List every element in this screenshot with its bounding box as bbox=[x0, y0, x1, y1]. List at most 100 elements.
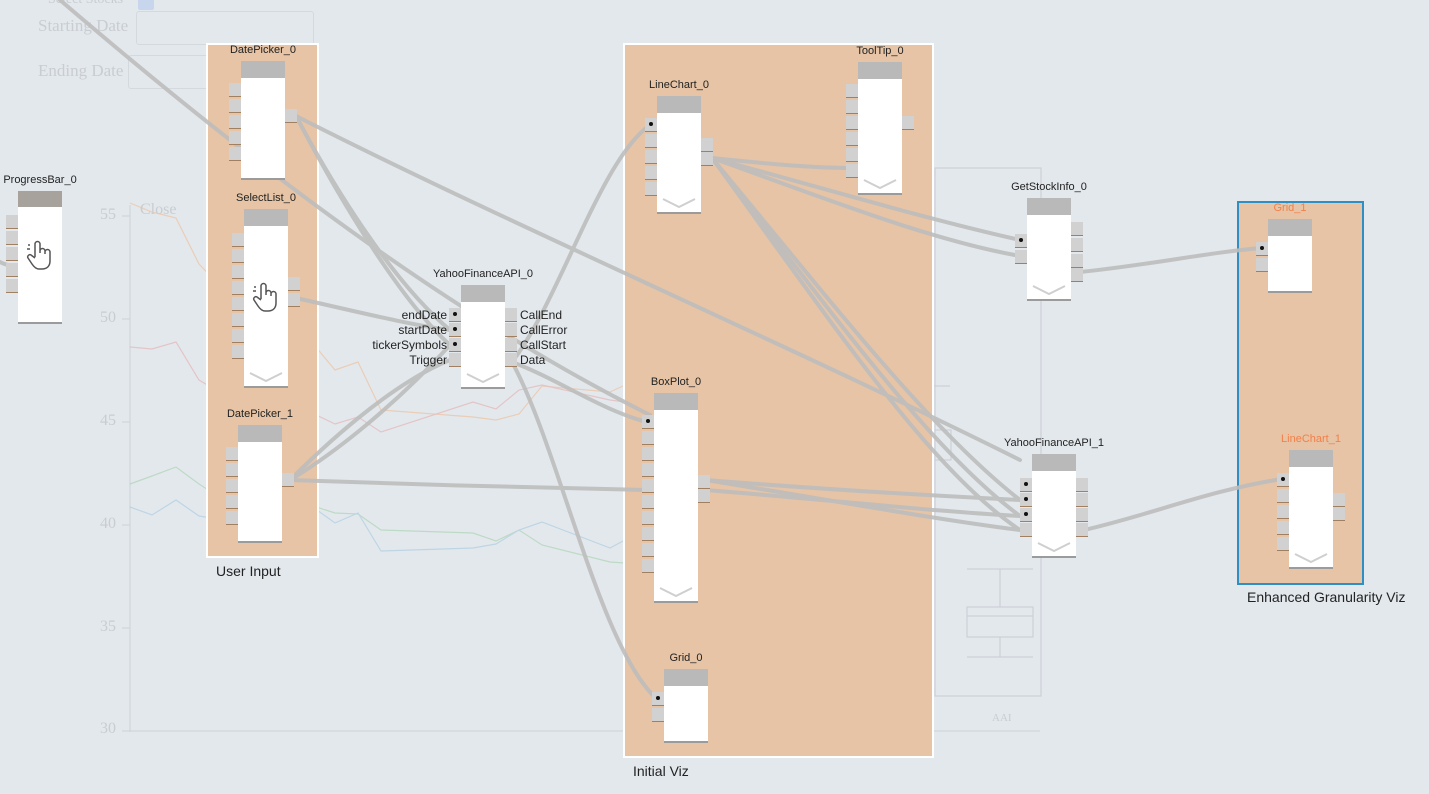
input-port[interactable] bbox=[846, 164, 858, 178]
output-port[interactable] bbox=[698, 489, 710, 503]
input-port[interactable] bbox=[232, 329, 244, 343]
input-port[interactable] bbox=[229, 147, 241, 161]
output-port-callerror[interactable] bbox=[505, 323, 517, 337]
input-port[interactable] bbox=[226, 463, 238, 477]
input-port[interactable] bbox=[6, 263, 18, 277]
output-port[interactable] bbox=[1076, 478, 1088, 492]
input-port[interactable] bbox=[846, 116, 858, 130]
input-port[interactable] bbox=[6, 215, 18, 229]
node-getstockinfo-0[interactable]: GetStockInfo_0 bbox=[1011, 181, 1087, 301]
input-port[interactable] bbox=[226, 495, 238, 509]
input-port-startdate[interactable] bbox=[449, 323, 461, 337]
chevron-down-icon[interactable] bbox=[249, 372, 283, 382]
input-port[interactable] bbox=[232, 297, 244, 311]
input-port[interactable] bbox=[645, 134, 657, 148]
input-port[interactable] bbox=[232, 345, 244, 359]
input-port[interactable] bbox=[642, 415, 654, 429]
chevron-down-icon[interactable] bbox=[662, 198, 696, 208]
node-grid-0[interactable]: Grid_0 bbox=[652, 652, 708, 743]
output-port[interactable] bbox=[1333, 493, 1345, 507]
node-boxplot-0[interactable]: BoxPlot_0 bbox=[642, 376, 710, 603]
input-port[interactable] bbox=[645, 150, 657, 164]
input-port[interactable] bbox=[1015, 250, 1027, 264]
input-port[interactable] bbox=[645, 166, 657, 180]
node-tooltip-0[interactable]: ToolTip_0 bbox=[846, 45, 914, 195]
input-port[interactable] bbox=[1277, 537, 1289, 551]
input-port[interactable] bbox=[6, 247, 18, 261]
output-port[interactable] bbox=[1076, 523, 1088, 537]
input-port[interactable] bbox=[642, 495, 654, 509]
input-port[interactable] bbox=[229, 99, 241, 113]
input-port[interactable] bbox=[226, 511, 238, 525]
chevron-down-icon[interactable] bbox=[1294, 553, 1328, 563]
input-port[interactable] bbox=[1020, 478, 1032, 492]
input-port[interactable] bbox=[6, 231, 18, 245]
input-port[interactable] bbox=[642, 431, 654, 445]
input-port[interactable] bbox=[642, 479, 654, 493]
input-port-enddate[interactable] bbox=[449, 308, 461, 322]
input-port[interactable] bbox=[1277, 521, 1289, 535]
output-port[interactable] bbox=[1076, 508, 1088, 522]
input-port[interactable] bbox=[642, 527, 654, 541]
chevron-down-icon[interactable] bbox=[1037, 542, 1071, 552]
output-port[interactable] bbox=[701, 138, 713, 152]
node-linechart-1[interactable]: LineChart_1 bbox=[1277, 433, 1345, 569]
input-port[interactable] bbox=[642, 511, 654, 525]
select-stocks-dropdown[interactable] bbox=[138, 0, 154, 10]
input-port[interactable] bbox=[232, 233, 244, 247]
input-port[interactable] bbox=[642, 543, 654, 557]
output-port-callend[interactable] bbox=[505, 308, 517, 322]
input-port[interactable] bbox=[1020, 508, 1032, 522]
output-port[interactable] bbox=[902, 116, 914, 130]
chevron-down-icon[interactable] bbox=[1032, 285, 1066, 295]
input-port[interactable] bbox=[642, 559, 654, 573]
node-yahoofinanceapi-1[interactable]: YahooFinanceAPI_1 bbox=[1004, 437, 1104, 558]
input-port[interactable] bbox=[846, 148, 858, 162]
output-port[interactable] bbox=[1333, 507, 1345, 521]
output-port-data[interactable] bbox=[505, 353, 517, 367]
node-datepicker-1[interactable]: DatePicker_1 bbox=[226, 408, 294, 543]
output-port[interactable] bbox=[1071, 238, 1083, 252]
input-port[interactable] bbox=[232, 249, 244, 263]
input-port[interactable] bbox=[645, 182, 657, 196]
input-port[interactable] bbox=[232, 265, 244, 279]
output-port[interactable] bbox=[288, 277, 300, 291]
input-port[interactable] bbox=[1020, 493, 1032, 507]
output-port[interactable] bbox=[282, 473, 294, 487]
output-port[interactable] bbox=[1071, 268, 1083, 282]
input-port[interactable] bbox=[846, 84, 858, 98]
chevron-down-icon[interactable] bbox=[659, 587, 693, 597]
node-progressbar-0[interactable]: ProgressBar_0 bbox=[3, 174, 77, 324]
input-port[interactable] bbox=[226, 479, 238, 493]
input-port[interactable] bbox=[1256, 258, 1268, 272]
input-port[interactable] bbox=[642, 447, 654, 461]
input-port[interactable] bbox=[1020, 523, 1032, 537]
node-datepicker-0[interactable]: DatePicker_0 bbox=[229, 44, 297, 180]
input-port[interactable] bbox=[229, 83, 241, 97]
input-port[interactable] bbox=[652, 692, 664, 706]
input-port[interactable] bbox=[1256, 242, 1268, 256]
input-port[interactable] bbox=[6, 279, 18, 293]
output-port[interactable] bbox=[1076, 493, 1088, 507]
input-port[interactable] bbox=[846, 132, 858, 146]
input-port[interactable] bbox=[846, 100, 858, 114]
input-port[interactable] bbox=[1277, 489, 1289, 503]
output-port[interactable] bbox=[701, 152, 713, 166]
output-port[interactable] bbox=[1071, 254, 1083, 268]
input-port[interactable] bbox=[229, 115, 241, 129]
input-port[interactable] bbox=[642, 463, 654, 477]
output-port[interactable] bbox=[288, 293, 300, 307]
input-port[interactable] bbox=[1015, 234, 1027, 248]
chevron-down-icon[interactable] bbox=[466, 373, 500, 383]
input-port-tickersymbols[interactable] bbox=[449, 338, 461, 352]
output-port[interactable] bbox=[698, 475, 710, 489]
input-port[interactable] bbox=[226, 447, 238, 461]
output-port-callstart[interactable] bbox=[505, 338, 517, 352]
input-port[interactable] bbox=[232, 281, 244, 295]
node-yahoofinanceapi-0[interactable]: YahooFinanceAPI_0 endDate startDate tick… bbox=[372, 268, 567, 389]
input-port[interactable] bbox=[232, 313, 244, 327]
input-port[interactable] bbox=[652, 708, 664, 722]
node-linechart-0[interactable]: LineChart_0 bbox=[645, 79, 713, 214]
input-port[interactable] bbox=[229, 131, 241, 145]
input-port[interactable] bbox=[1277, 473, 1289, 487]
